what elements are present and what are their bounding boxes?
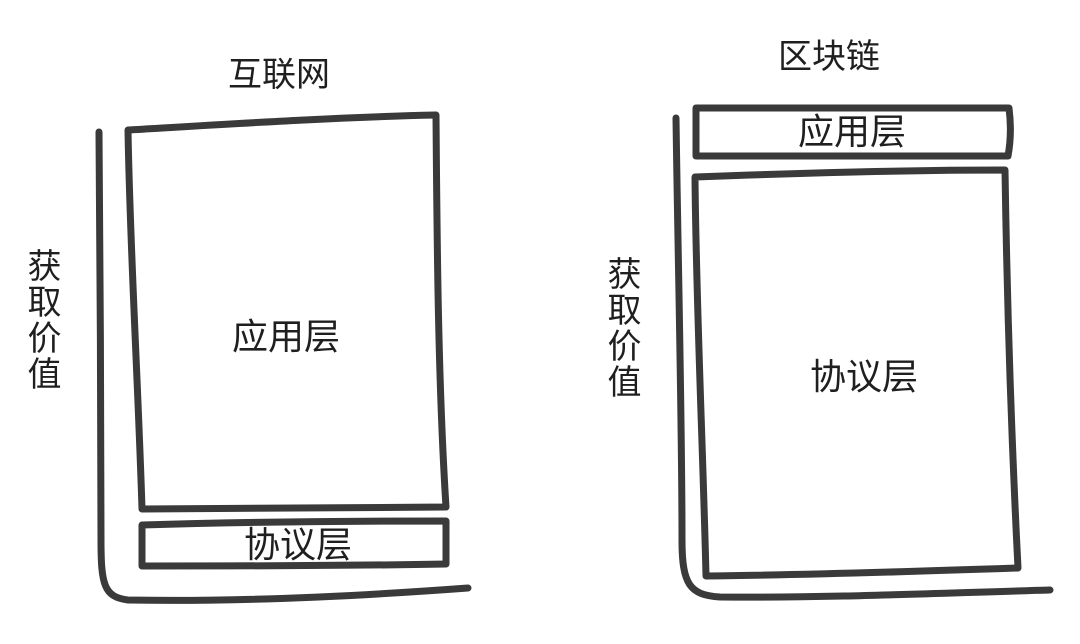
- left-application-layer-label: 应用层: [232, 317, 341, 358]
- left-protocol-layer-box: [138, 517, 450, 570]
- right-application-layer-box: [692, 104, 1014, 160]
- left-axis-label: 获取价值: [21, 248, 61, 392]
- right-protocol-layer-box: [691, 166, 1022, 580]
- right-axis-label: 获取价值: [601, 256, 641, 400]
- left-panel-title: 互联网: [228, 55, 330, 95]
- right-protocol-layer-label: 协议层: [810, 357, 919, 398]
- right-panel-title: 区块链: [778, 37, 880, 77]
- left-axis: [95, 128, 472, 604]
- right-application-layer-label: 应用层: [798, 112, 907, 153]
- left-protocol-layer-label: 协议层: [244, 525, 353, 566]
- left-application-layer-box: [124, 111, 450, 513]
- right-axis: [672, 114, 1054, 601]
